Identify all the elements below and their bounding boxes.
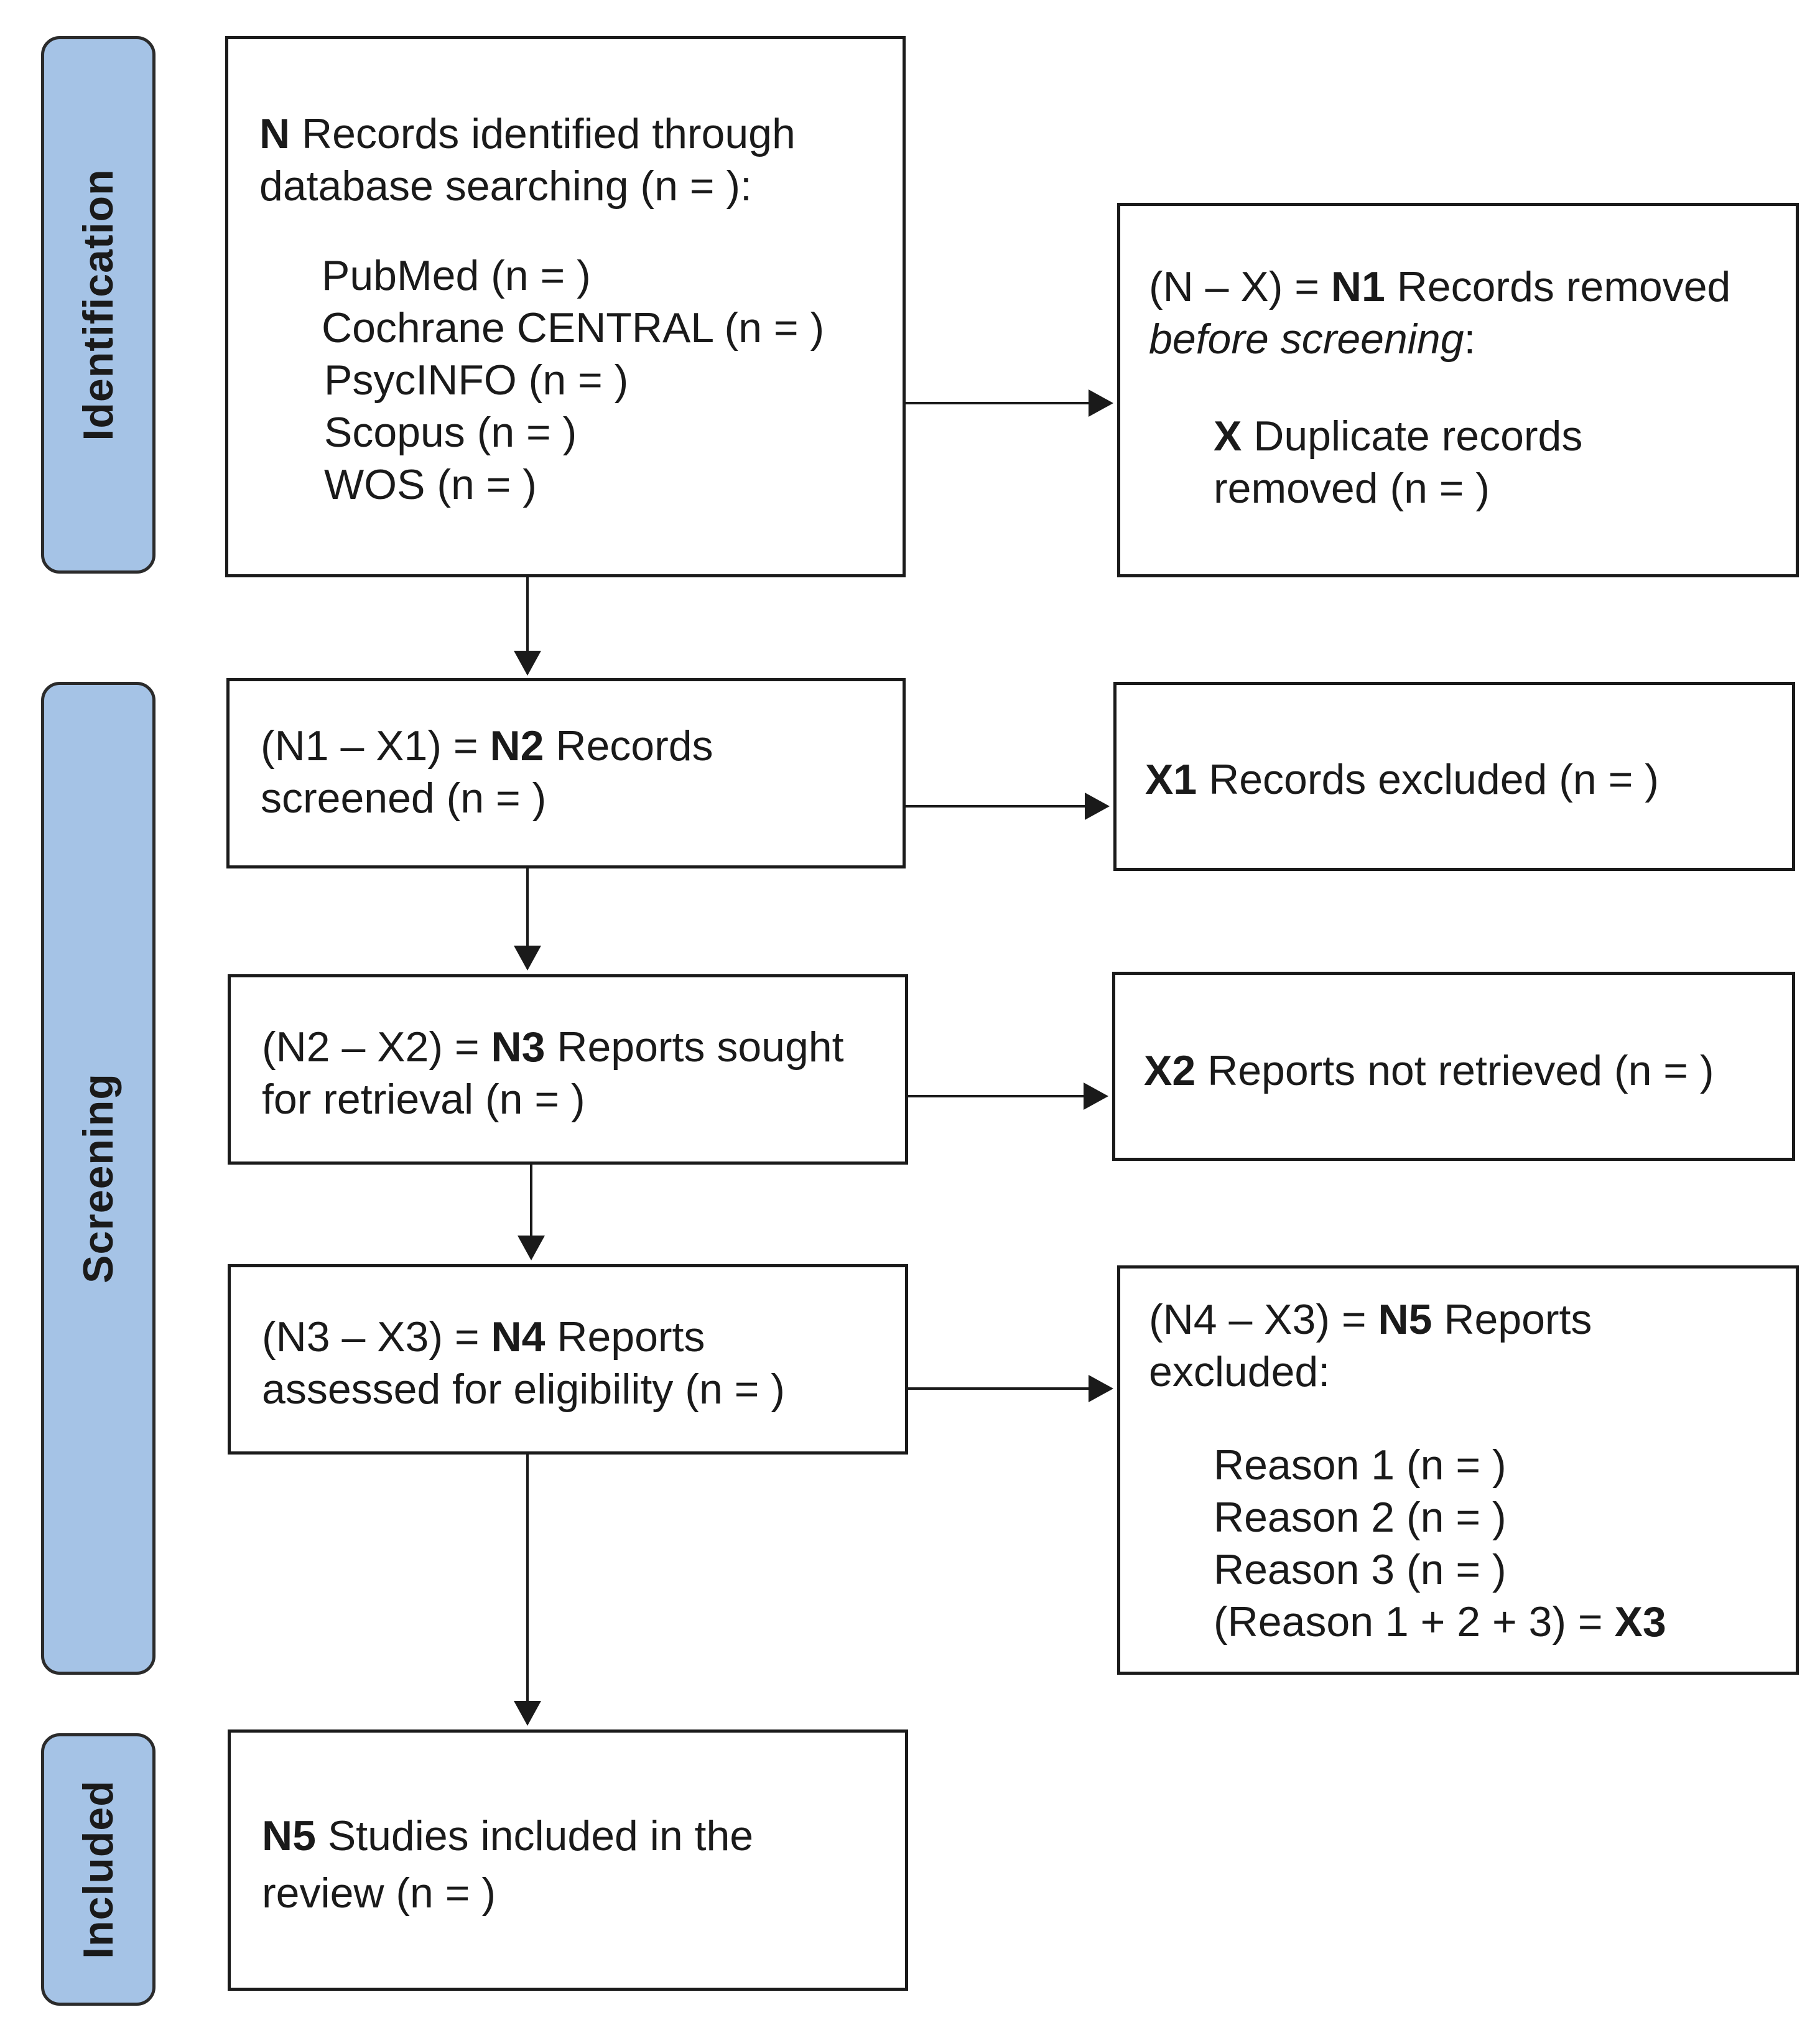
reason-1: Reason 1 (n = ) xyxy=(1214,1441,1507,1489)
source-scopus: Scopus (n = ) xyxy=(324,409,577,456)
not-retrieved-text: Reports not retrieved (n = ) xyxy=(1196,1047,1714,1094)
n1-label: N1 xyxy=(1330,263,1385,310)
reason-sum: (Reason 1 + 2 + 3) = X3 xyxy=(1149,1596,1796,1648)
duplicates-text: Duplicate records xyxy=(1242,412,1583,460)
n3-label: N3 xyxy=(491,1023,546,1071)
screened-line-2: screened (n = ) xyxy=(261,775,547,822)
records-excluded-line: X1 Records excluded (n = ) xyxy=(1145,753,1792,806)
sought-line-1: (N2 – X2) = N3 Reports sought xyxy=(262,1021,905,1073)
n2-label: N2 xyxy=(490,722,544,770)
phase-identification: Identification xyxy=(41,36,156,574)
n4-label: N4 xyxy=(491,1313,546,1361)
phase-screening: Screening xyxy=(41,682,156,1675)
assessed-line-2: assessed for eligibility (n = ) xyxy=(262,1366,785,1413)
removed-line-1: (N – X) = N1 Records removed xyxy=(1149,261,1796,313)
reports-excluded-line-1: (N4 – X3) = N5 Reports xyxy=(1149,1293,1796,1346)
colon: : xyxy=(1464,315,1476,363)
phase-included: Included xyxy=(41,1733,156,2006)
reports-excluded-text: Reports xyxy=(1432,1296,1592,1343)
n5-label: N5 xyxy=(1378,1296,1432,1343)
source-cochrane: Cochrane CENTRAL (n = ) xyxy=(322,304,825,351)
assessed-text: Reports xyxy=(545,1313,705,1361)
included-line-1: N5 Studies included in the xyxy=(262,1807,905,1864)
studies-included-box: N5 Studies included in the review (n = ) xyxy=(228,1729,908,1991)
sought-line-2: for retrieval (n = ) xyxy=(262,1076,585,1123)
x3-label: X3 xyxy=(1614,1598,1666,1646)
identification-line-2: database searching (n = ): xyxy=(259,162,752,210)
screened-formula: (N1 – X1) = xyxy=(261,722,490,770)
reason-2: Reason 2 (n = ) xyxy=(1214,1494,1507,1541)
assessed-formula: (N3 – X3) = xyxy=(262,1313,491,1361)
assessed-line-1: (N3 – X3) = N4 Reports xyxy=(262,1311,905,1363)
identification-box: N Records identified through database se… xyxy=(225,36,906,577)
x2-label: X2 xyxy=(1144,1047,1196,1094)
sought-formula: (N2 – X2) = xyxy=(262,1023,491,1071)
n-label: N xyxy=(259,110,290,157)
sought-text: Reports sought xyxy=(545,1023,844,1071)
x-label: X xyxy=(1214,412,1242,460)
source-pubmed: PubMed (n = ) xyxy=(322,252,591,299)
reports-sought-box: (N2 – X2) = N3 Reports sought for retrie… xyxy=(228,974,908,1165)
removed-line-2: before screening: xyxy=(1149,313,1796,365)
removed-before-screening-box: (N – X) = N1 Records removed before scre… xyxy=(1117,203,1799,577)
removed-text: Records removed xyxy=(1385,263,1731,310)
identification-text: Records identified through xyxy=(290,110,796,157)
reason-3: Reason 3 (n = ) xyxy=(1214,1546,1507,1593)
records-screened-box: (N1 – X1) = N2 Records screened (n = ) xyxy=(226,678,906,868)
not-retrieved-line: X2 Reports not retrieved (n = ) xyxy=(1144,1045,1792,1097)
reason-sum-text: (Reason 1 + 2 + 3) = xyxy=(1214,1598,1615,1646)
before-screening-text: before screening xyxy=(1149,315,1464,363)
source-psycinfo: PsycINFO (n = ) xyxy=(324,356,629,404)
records-excluded-box: X1 Records excluded (n = ) xyxy=(1113,682,1795,871)
included-line-2: review (n = ) xyxy=(262,1869,496,1917)
included-text: Studies included in the xyxy=(315,1812,754,1860)
removed-formula: (N – X) = xyxy=(1149,263,1331,310)
identification-line-1: N Records identified through xyxy=(259,108,903,160)
screened-text: Records xyxy=(544,722,713,770)
source-wos: WOS (n = ) xyxy=(324,461,537,508)
reports-not-retrieved-box: X2 Reports not retrieved (n = ) xyxy=(1112,972,1795,1161)
reports-excluded-box: (N4 – X3) = N5 Reports excluded: Reason … xyxy=(1117,1265,1799,1675)
reports-excluded-line-2: excluded: xyxy=(1149,1348,1330,1395)
screened-line-1: (N1 – X1) = N2 Records xyxy=(261,720,903,772)
duplicates-line-1: X Duplicate records xyxy=(1149,410,1796,462)
n5-included-label: N5 xyxy=(262,1812,316,1860)
x1-label: X1 xyxy=(1145,756,1197,803)
reports-assessed-box: (N3 – X3) = N4 Reports assessed for elig… xyxy=(228,1264,908,1455)
duplicates-line-2: removed (n = ) xyxy=(1214,465,1490,512)
records-excluded-text: Records excluded (n = ) xyxy=(1197,756,1659,803)
reports-excluded-formula: (N4 – X3) = xyxy=(1149,1296,1378,1343)
